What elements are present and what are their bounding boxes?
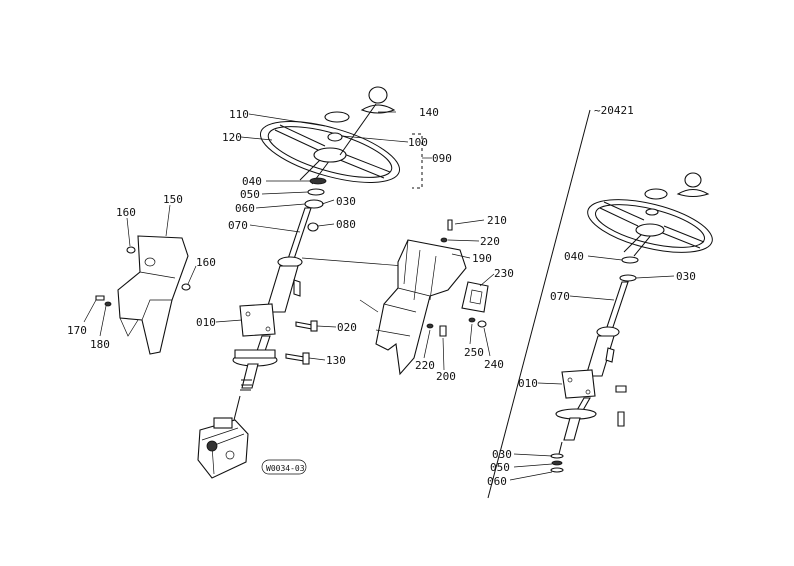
callout-200: 200 [436, 370, 456, 383]
bolt-130 [285, 352, 310, 365]
drawing-code-tag [261, 459, 307, 475]
callout-240: 240 [484, 358, 504, 371]
dash-panel [359, 239, 467, 376]
callout-030-right-top: 030 [676, 270, 696, 283]
callout-080: 080 [336, 218, 356, 231]
callout-170: 170 [67, 324, 87, 337]
callout-250: 250 [464, 346, 484, 359]
callout-150: 150 [163, 193, 183, 206]
callout-030-left: 030 [336, 195, 356, 208]
callout-180: 180 [90, 338, 110, 351]
leader-lines [83, 111, 675, 481]
callout-210: 210 [487, 214, 507, 227]
serial-note: ~20421 [594, 104, 634, 117]
washer-stack-left [304, 177, 327, 209]
callout-070-left: 070 [228, 219, 248, 232]
drawing-code: W0034-03 [266, 464, 305, 473]
callout-120: 120 [222, 131, 242, 144]
bolt-020 [295, 320, 318, 332]
bracket-230 [461, 281, 489, 313]
callout-010-left: 010 [196, 316, 216, 329]
callout-090: 090 [432, 152, 452, 165]
callout-190: 190 [472, 252, 492, 265]
callout-160-top: 160 [116, 206, 136, 219]
callout-130: 130 [326, 354, 346, 367]
steering-column-right [550, 256, 639, 473]
callout-140: 140 [419, 106, 439, 119]
callout-070-right: 070 [550, 290, 570, 303]
callout-220-bottom: 220 [415, 359, 435, 372]
steering-column-left [232, 207, 312, 421]
callout-labels: ~20421 W0034-03 110 120 140 100 090 040 … [67, 104, 696, 488]
steering-wheel-left [259, 111, 401, 185]
callout-050-right: 050 [490, 461, 510, 474]
callout-060-left: 060 [235, 202, 255, 215]
callout-040-right: 040 [564, 250, 584, 263]
callout-050-left: 050 [240, 188, 260, 201]
callout-040-left: 040 [242, 175, 262, 188]
callout-010-right: 010 [518, 377, 538, 390]
callout-030-right-bottom: 030 [492, 448, 512, 461]
callout-020: 020 [337, 321, 357, 334]
side-cover [117, 235, 189, 355]
callout-060-right: 060 [487, 475, 507, 488]
callout-100: 100 [408, 136, 428, 149]
callout-110: 110 [229, 108, 249, 121]
steering-unit [197, 417, 249, 479]
callout-160-right: 160 [196, 256, 216, 269]
callout-220-top: 220 [480, 235, 500, 248]
callout-230: 230 [494, 267, 514, 280]
knob-part [339, 86, 396, 156]
steering-wheel-right [587, 172, 713, 257]
